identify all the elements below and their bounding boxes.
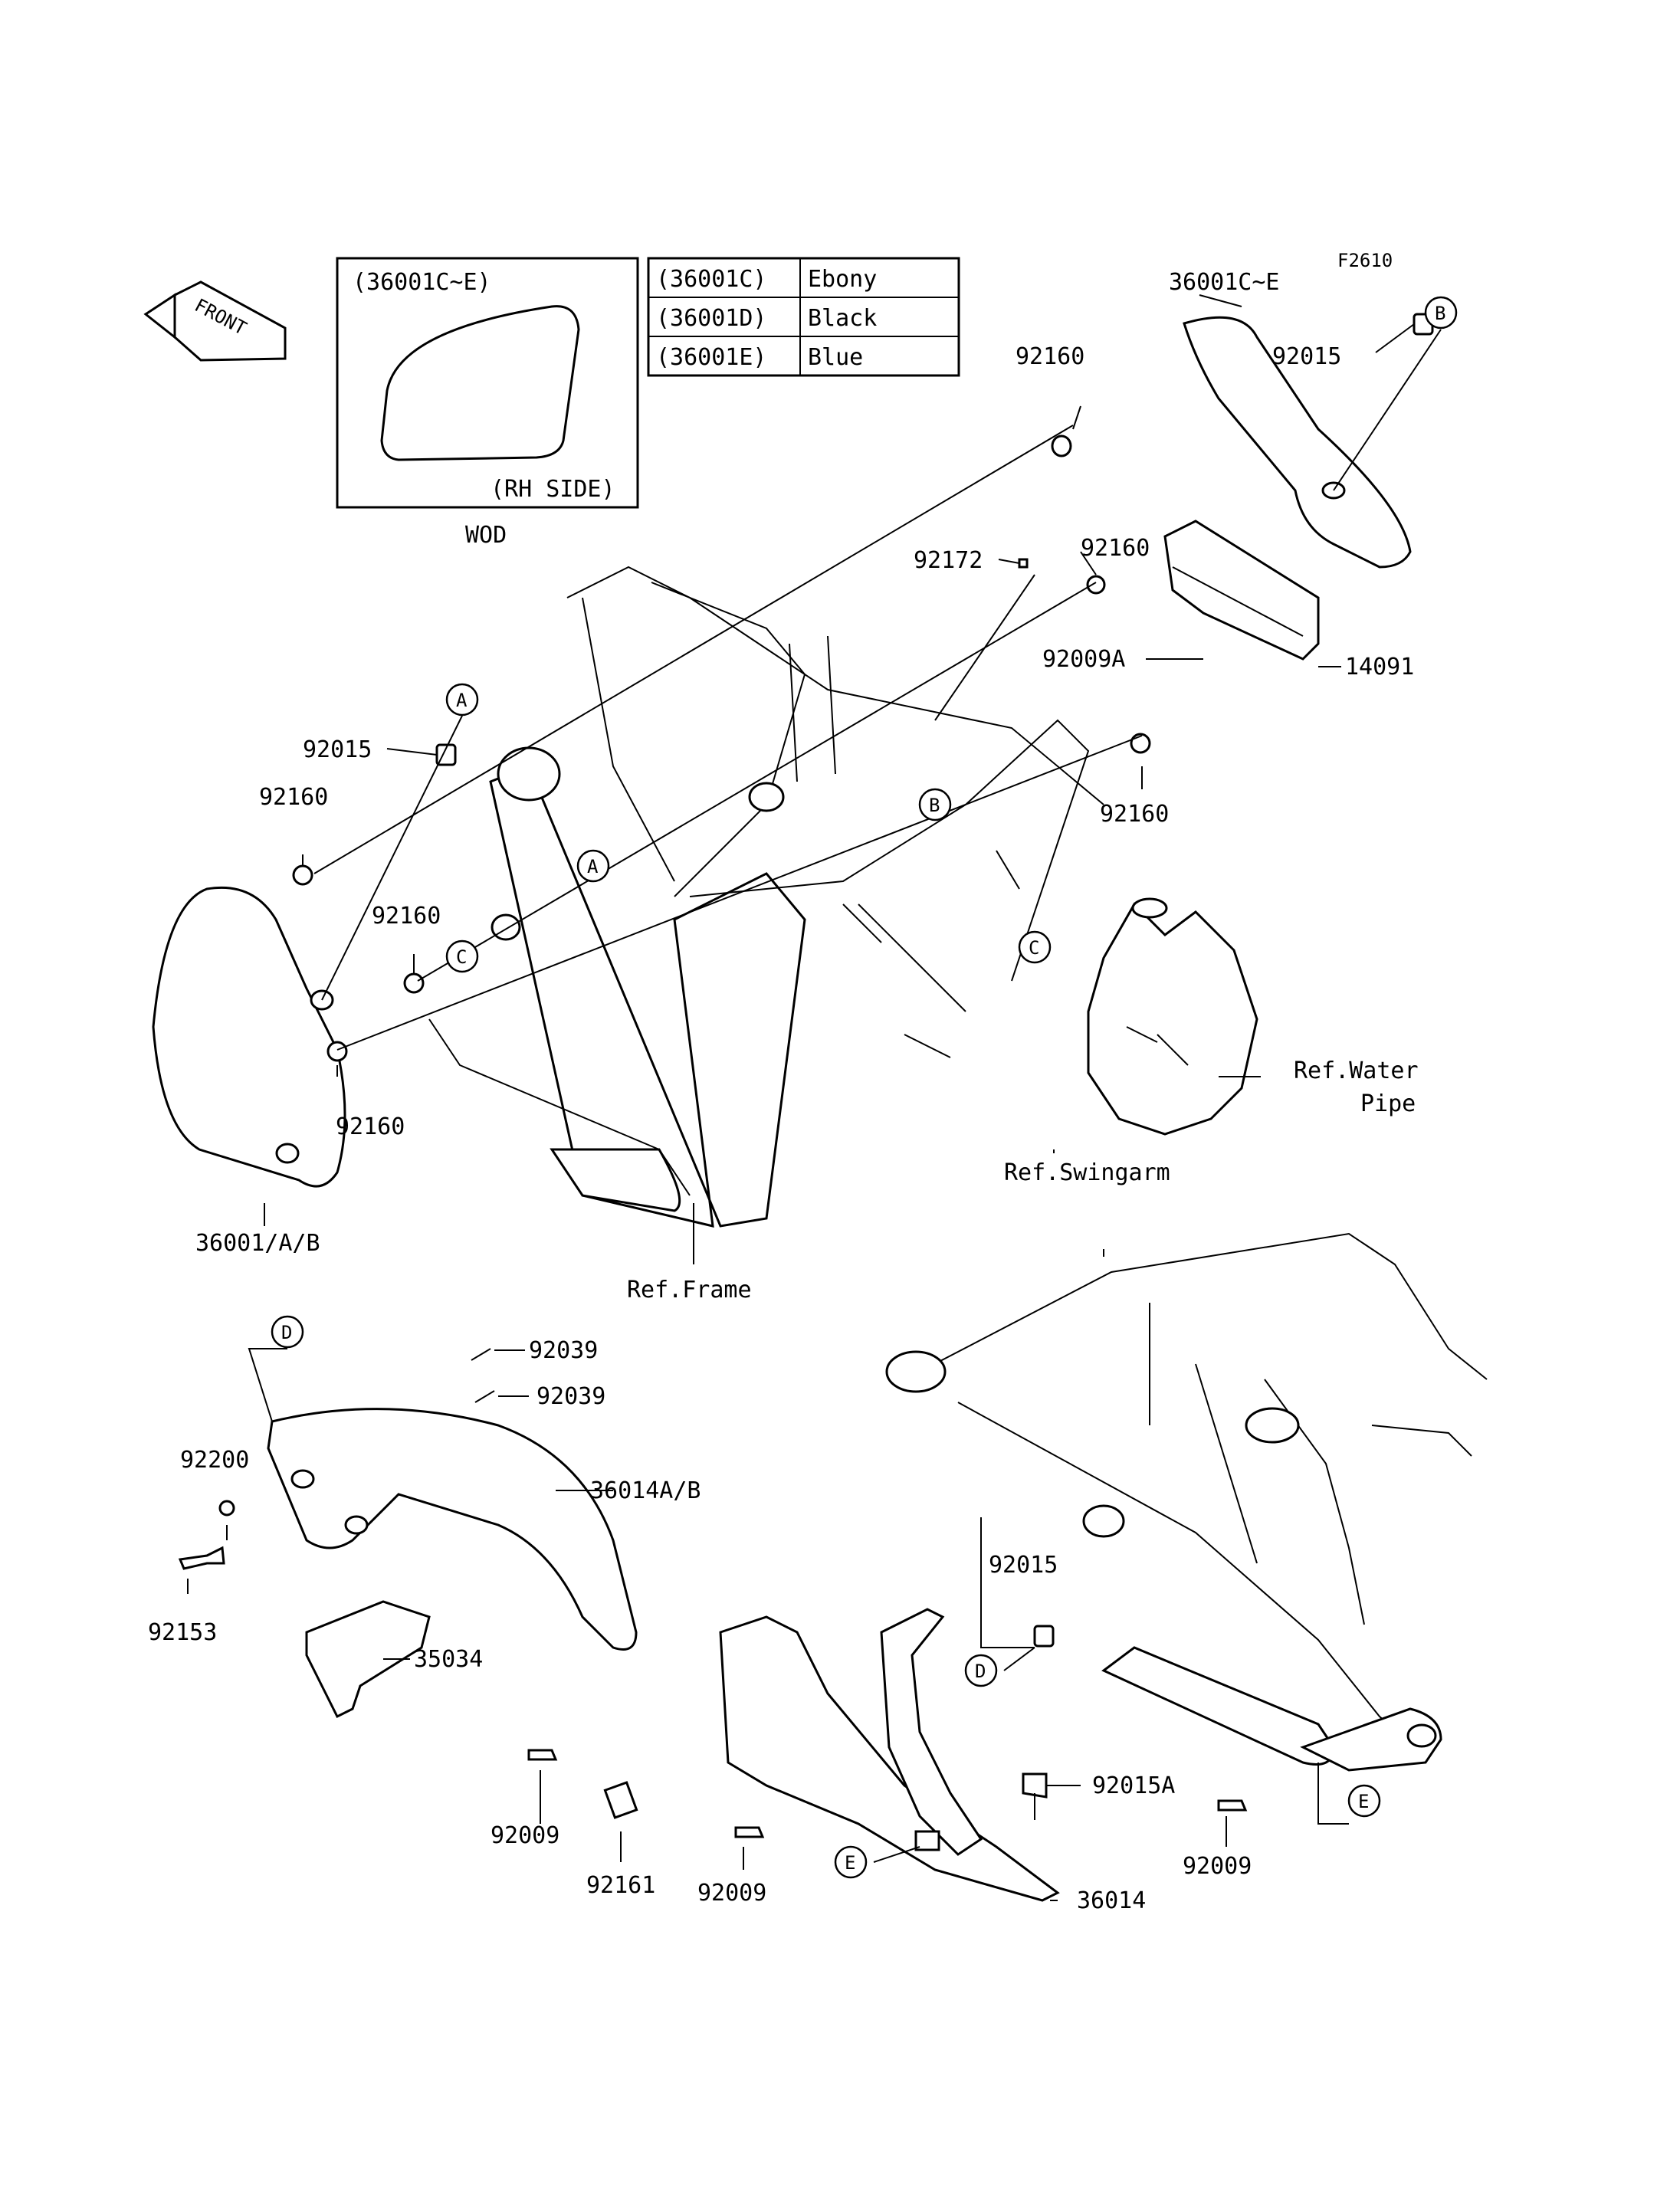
label-pin-92039-a: 92039 bbox=[529, 1337, 598, 1364]
water-pipe-assembly bbox=[1087, 897, 1258, 1136]
bracket-14091 bbox=[1163, 520, 1320, 661]
svg-text:B: B bbox=[1435, 303, 1445, 324]
ref-marker-d-left: D bbox=[271, 1315, 304, 1349]
svg-text:E: E bbox=[1358, 1791, 1369, 1812]
label-cover-36014: 36014 bbox=[1077, 1887, 1146, 1914]
svg-text:B: B bbox=[929, 795, 940, 816]
svg-text:D: D bbox=[281, 1322, 292, 1343]
label-ref-water-pipe-1: Ref.Water bbox=[1294, 1058, 1419, 1084]
svg-text:E: E bbox=[845, 1852, 855, 1874]
label-collar-d: 92015 bbox=[989, 1552, 1058, 1579]
label-side-cover-rh: 36001C~E bbox=[1169, 269, 1280, 296]
label-bracket-35034: 35034 bbox=[414, 1646, 483, 1673]
label-side-cover-lh: 36001/A/B bbox=[195, 1230, 320, 1257]
inset-box: (36001C~E) (RH SIDE) WOD bbox=[336, 257, 639, 549]
color-table-color-1: Ebony bbox=[808, 266, 877, 293]
ref-marker-b-lower: B bbox=[918, 788, 952, 821]
ref-marker-c-left: C bbox=[445, 939, 479, 973]
side-cover-lh bbox=[152, 886, 346, 1188]
inset-side-label: (RH SIDE) bbox=[491, 476, 615, 503]
svg-text:D: D bbox=[975, 1661, 986, 1682]
label-pin-92039-b: 92039 bbox=[536, 1383, 605, 1410]
label-bolt-92153: 92153 bbox=[148, 1619, 217, 1646]
label-cover-36014ab: 36014A/B bbox=[590, 1477, 701, 1504]
ref-marker-e-right: E bbox=[1347, 1784, 1381, 1818]
label-ref-water-pipe-2: Pipe bbox=[1360, 1090, 1416, 1117]
color-table-code-2: (36001D) bbox=[656, 305, 767, 332]
label-bracket-14091: 14091 bbox=[1345, 654, 1414, 680]
label-collar-b: 92015 bbox=[1272, 343, 1341, 370]
ref-marker-a-lower: A bbox=[576, 849, 610, 883]
svg-text:C: C bbox=[1029, 937, 1039, 959]
frame-drawing bbox=[428, 566, 1104, 1228]
side-cover-rh bbox=[1183, 316, 1412, 569]
swingarm-assembly bbox=[885, 1232, 1488, 1772]
label-bolt-92009-left: 92009 bbox=[491, 1822, 559, 1849]
color-table: (36001C) Ebony (36001D) Black (36001E) B… bbox=[647, 257, 960, 377]
label-ref-frame: Ref.Frame bbox=[627, 1277, 752, 1303]
inset-title: (36001C~E) bbox=[353, 269, 491, 296]
fasteners bbox=[178, 313, 1434, 1838]
ref-marker-b-upper: B bbox=[1424, 296, 1458, 330]
chain-guard-36014 bbox=[719, 1608, 1060, 1902]
label-grommet-left-bottom: 92160 bbox=[336, 1113, 405, 1140]
label-pad-92161: 92161 bbox=[586, 1872, 655, 1899]
svg-text:A: A bbox=[587, 856, 599, 877]
color-table-color-3: Blue bbox=[808, 344, 863, 371]
bracket-35034 bbox=[305, 1600, 431, 1719]
label-washer-92200: 92200 bbox=[180, 1447, 249, 1474]
chain-cover-36014ab bbox=[267, 1408, 638, 1651]
label-collar-a: 92015 bbox=[303, 736, 372, 763]
label-bolt-92009-mid: 92009 bbox=[697, 1880, 766, 1907]
label-grommet-top-rh: 92160 bbox=[1016, 343, 1084, 370]
label-bolt-92172: 92172 bbox=[914, 547, 983, 574]
label-grommet-mid-rh: 92160 bbox=[1081, 535, 1150, 562]
label-bolt-92009-right: 92009 bbox=[1183, 1853, 1252, 1880]
label-grommet-left-top: 92160 bbox=[259, 784, 328, 811]
ref-marker-d-right: D bbox=[964, 1654, 998, 1687]
front-arrow-icon: FRONT bbox=[143, 280, 287, 362]
ref-marker-e-left: E bbox=[834, 1845, 868, 1879]
color-table-color-2: Black bbox=[808, 305, 877, 332]
inset-side-cover bbox=[380, 305, 580, 461]
label-grommet-left-c: 92160 bbox=[372, 903, 441, 930]
ref-marker-c-right: C bbox=[1018, 930, 1052, 964]
svg-text:A: A bbox=[456, 690, 468, 711]
label-collar-92015a: 92015A bbox=[1092, 1772, 1175, 1799]
label-screw-92009a: 92009A bbox=[1042, 646, 1125, 673]
color-table-code-1: (36001C) bbox=[656, 266, 767, 293]
svg-text:C: C bbox=[456, 946, 467, 968]
label-grommet-right-rh: 92160 bbox=[1100, 801, 1169, 828]
label-ref-swingarm: Ref.Swingarm bbox=[1004, 1159, 1170, 1186]
ref-marker-a-upper: A bbox=[445, 683, 479, 716]
color-table-code-3: (36001E) bbox=[656, 344, 767, 371]
inset-caption: WOD bbox=[465, 522, 507, 549]
figure-code: F2610 bbox=[1337, 250, 1393, 271]
leader-lines bbox=[187, 294, 1442, 1901]
